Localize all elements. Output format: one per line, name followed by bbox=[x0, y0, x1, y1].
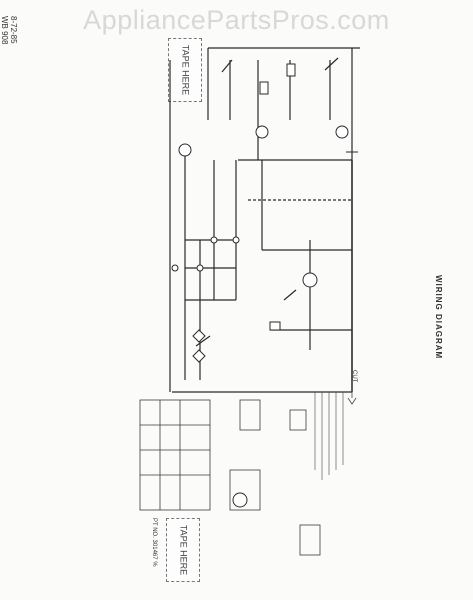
connector-block-2 bbox=[229, 469, 261, 511]
terminal-4 bbox=[232, 236, 240, 244]
connector-block-3 bbox=[289, 409, 307, 431]
component-motor-3 bbox=[302, 272, 318, 288]
switch-top-right bbox=[324, 57, 339, 71]
resistor-2 bbox=[286, 63, 296, 77]
component-connector bbox=[232, 492, 248, 508]
component-lamp bbox=[335, 125, 349, 139]
switch-lower-left bbox=[195, 335, 211, 347]
component-motor-2 bbox=[255, 125, 269, 139]
terminal-2 bbox=[196, 264, 204, 272]
switch-bottom bbox=[283, 289, 297, 301]
tape-area-bottom: TAPE HERE bbox=[166, 518, 200, 582]
selector-table bbox=[139, 399, 211, 511]
terminal-3 bbox=[210, 236, 218, 244]
resistor-3 bbox=[269, 321, 281, 331]
tape-area-top: TAPE HERE bbox=[168, 38, 202, 102]
diode-2 bbox=[192, 349, 206, 363]
connector-block-4 bbox=[299, 524, 321, 556]
terminal-1 bbox=[171, 264, 179, 272]
diode-1 bbox=[192, 329, 206, 343]
connector-block-1 bbox=[239, 399, 261, 431]
cut-arrow-head bbox=[347, 397, 357, 405]
resistor-1 bbox=[259, 81, 269, 95]
switch-top-left bbox=[221, 59, 233, 73]
component-motor-1 bbox=[178, 143, 192, 157]
